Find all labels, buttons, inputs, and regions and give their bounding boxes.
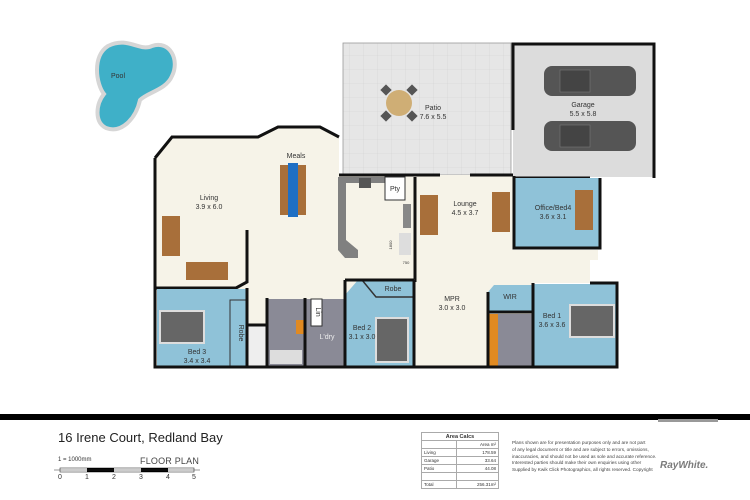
garage-size: 5.5 x 5.8 (570, 111, 597, 118)
bed-icon (569, 304, 615, 338)
area-value: 178.59 (456, 448, 499, 457)
living-label: Living (200, 195, 218, 202)
area-value: 44.08 (456, 464, 499, 473)
disclaimer-line: of any legal document or title and are s… (512, 446, 649, 452)
car-icon (544, 66, 636, 151)
sofa-icon (162, 216, 180, 256)
bed3-label: Bed 3 (188, 349, 206, 356)
meals-label: Meals (287, 153, 306, 160)
area-unit-header: Area m² (456, 440, 499, 449)
disclaimer-line: Plans shown are for presentation purpose… (512, 440, 646, 445)
footer-divider (0, 414, 750, 420)
area-name: Garage (421, 456, 457, 465)
scale-tick: 2 (112, 474, 116, 481)
lounge-label: Lounge (453, 201, 476, 208)
total-label: Total (421, 480, 457, 489)
bed1-label: Bed 1 (543, 313, 561, 320)
bed2-label: Bed 2 (353, 325, 371, 332)
kitchen-counter (338, 177, 385, 258)
total-value: 256.31m² (456, 480, 499, 489)
patio-label: Patio (425, 105, 441, 112)
wir-label: WIR (503, 294, 517, 301)
bed2-size: 3.1 x 3.0 (349, 334, 376, 341)
vanity-icon (488, 314, 498, 366)
living-size: 3.9 x 6.0 (196, 204, 223, 211)
office-label: Office/Bed4 (535, 205, 572, 212)
dining-table-icon (280, 163, 306, 217)
robe3-label: Robe (237, 325, 244, 342)
scale-tick: 5 (192, 474, 196, 481)
fridge-height: 1800 (388, 240, 393, 250)
brand-logo: RayWhite. (660, 460, 709, 471)
mpr-size: 3.0 x 3.0 (439, 305, 466, 312)
sofa-icon (492, 192, 510, 232)
linen-label: Lin (314, 307, 321, 316)
scale-bar: 0 1 2 3 4 5 (54, 467, 200, 481)
property-address: 16 Irene Court, Redland Bay (58, 430, 223, 445)
scale-note: 1 = 1000mm (58, 457, 92, 463)
area-name: Living (421, 448, 457, 457)
bed-icon (375, 317, 409, 363)
mpr-label: MPR (444, 296, 460, 303)
bathtub-icon (270, 350, 302, 364)
scale-tick: 3 (139, 474, 143, 481)
disclaimer-line: inaccuracies, and should not be used as … (512, 453, 657, 459)
lounge-size: 4.5 x 3.7 (452, 210, 479, 217)
patio (342, 42, 512, 176)
scale-tick: 1 (85, 474, 89, 481)
disclaimer-line: Interested parties should make their own… (512, 460, 642, 466)
bed-icon (159, 310, 205, 344)
bed3-size: 3.4 x 3.4 (184, 358, 211, 365)
area-name: Patio (421, 464, 457, 473)
counter (403, 204, 411, 228)
pantry (384, 176, 406, 201)
area-calcs-title: Area Calcs (421, 432, 499, 441)
bed1-size: 3.6 x 3.6 (539, 322, 566, 329)
vanity-icon (296, 320, 304, 334)
area-value: 33.64 (456, 456, 499, 465)
scale-tick: 4 (166, 474, 170, 481)
office-size: 3.6 x 3.1 (540, 214, 567, 221)
patio-size: 7.6 x 5.5 (420, 114, 447, 121)
robe2-label: Robe (385, 286, 402, 293)
wir (488, 285, 533, 313)
pantry-label: Pty (390, 186, 401, 193)
scale-tick: 0 (58, 474, 62, 481)
fridge-width: 750 (403, 260, 410, 265)
garage-label: Garage (571, 102, 594, 109)
floor-plan-label: FLOOR PLAN (140, 456, 200, 466)
linen (310, 298, 323, 327)
laundry-label: L'dry (320, 334, 335, 341)
sofa-icon (420, 195, 438, 235)
cooktop-icon (359, 178, 371, 188)
fridge-space (399, 233, 411, 255)
pool (95, 40, 177, 132)
pool-label: Pool (111, 73, 125, 80)
toilet-room (248, 325, 267, 366)
disclaimer-line: Supplied by Kwik Click Photographics, al… (512, 467, 653, 473)
disclaimer: Plans shown are for presentation purpose… (512, 440, 682, 474)
sofa-icon (575, 190, 593, 230)
sofa-icon (186, 262, 228, 280)
